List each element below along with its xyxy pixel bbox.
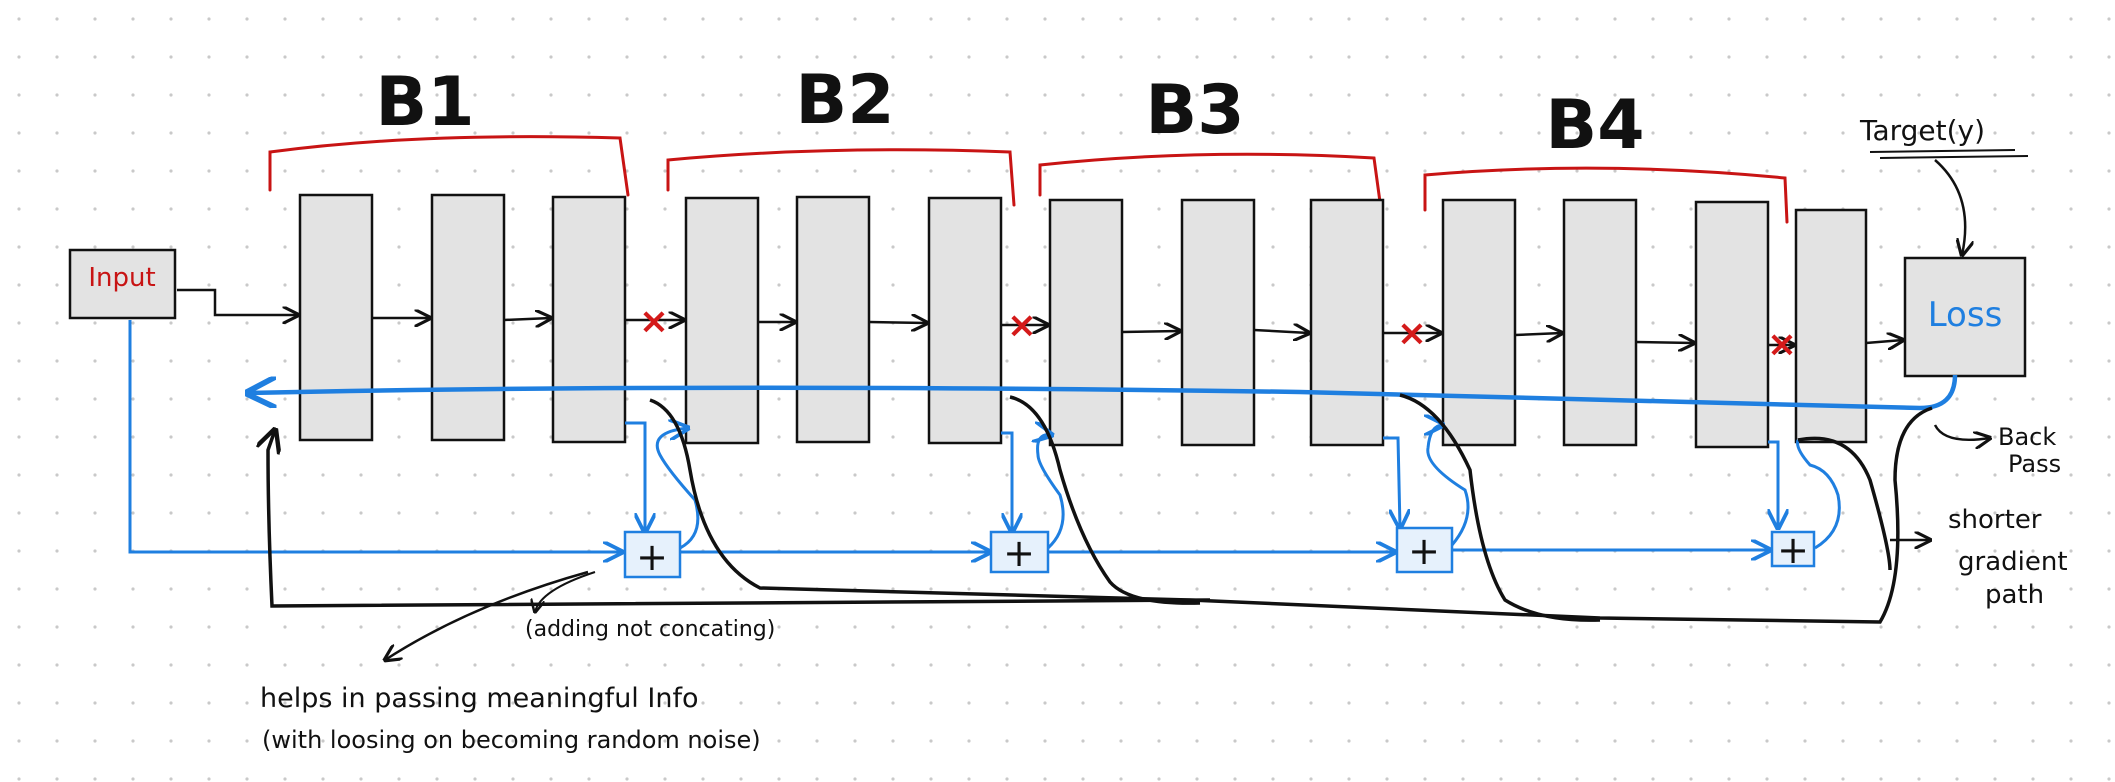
- bracket-b2: [666, 148, 1016, 207]
- sum-symbol-4: +: [1777, 528, 1809, 572]
- layer-b1-2: [430, 193, 506, 442]
- back-pass-arrow: [1933, 424, 1990, 440]
- layer-b4-2: [1562, 198, 1638, 447]
- layer-b3-1: [1048, 198, 1124, 447]
- feedback-loop-3: [1428, 425, 1470, 546]
- cut-mark-4: ×: [1767, 324, 1797, 365]
- shortcut-3: [1399, 393, 1601, 622]
- loss-label: Loss: [1928, 295, 2003, 335]
- sum-node-1: [623, 530, 682, 579]
- input-label: Input: [88, 263, 155, 293]
- layer-b4-1: [1441, 198, 1517, 447]
- sum-symbol-3: +: [1408, 529, 1440, 573]
- forward-arrows: [177, 288, 1903, 345]
- bracket-b3: [1038, 152, 1382, 204]
- input-skip: [128, 320, 622, 552]
- adding-pointer-arrow: [535, 571, 596, 612]
- helps-note-line2: (with loosing on becoming random noise): [262, 726, 761, 754]
- feedback-loop-4: [1796, 439, 1841, 550]
- target-underline: [1869, 149, 2029, 159]
- back-pass-text-2: Pass: [2008, 450, 2061, 478]
- sum-node-3: [1395, 526, 1454, 574]
- bracket-b4: [1423, 166, 1789, 224]
- feedback-loop-1: [655, 428, 700, 550]
- block-title-b2: B2: [795, 61, 894, 140]
- helps-pointer-arrow: [385, 570, 589, 660]
- shortcut-4: [1797, 436, 1892, 571]
- cut-mark-2: ×: [1007, 305, 1037, 346]
- layer-b1-1: [298, 193, 374, 442]
- target-label: Target(y): [1859, 114, 1985, 147]
- gradient-shortcuts: [268, 393, 1933, 624]
- block-brackets: [268, 135, 1789, 224]
- bracket-b1: [268, 135, 630, 197]
- layer-b2-1: [684, 196, 760, 445]
- shorter-text-1: shorter: [1948, 505, 2042, 535]
- block-title-b1: B1: [375, 63, 474, 142]
- back-pass-text-1: Back: [1998, 423, 2056, 451]
- loss-node: Loss: [1903, 256, 2027, 378]
- adding-note: (adding not concating): [525, 617, 775, 642]
- block-title-b4: B4: [1545, 86, 1644, 165]
- return-path: [268, 430, 1211, 608]
- shortcut-1: [649, 398, 1933, 624]
- sum-symbol-2: +: [1003, 531, 1035, 575]
- layer-b4-3: [1694, 200, 1770, 449]
- input-node: Input: [68, 248, 177, 320]
- shortcut-2: [1009, 395, 1201, 605]
- sum-node-4: [1770, 530, 1816, 568]
- layer-b1-3: [551, 195, 627, 444]
- sum-node-2: [989, 530, 1050, 574]
- layer-b2-3: [927, 196, 1003, 445]
- layer-b3-3: [1309, 198, 1385, 447]
- sum-symbol-1: +: [636, 535, 668, 579]
- block-title-b3: B3: [1145, 71, 1244, 150]
- layer-b2-2: [795, 195, 871, 444]
- feedback-loop-2: [1038, 435, 1065, 550]
- helps-note-line1: helps in passing meaningful Info: [260, 683, 699, 714]
- layer-b3-2: [1180, 198, 1256, 447]
- cut-mark-3: ×: [1397, 313, 1427, 354]
- layers: [298, 193, 1868, 449]
- residual-connections: [128, 320, 1841, 552]
- shorter-text-2: gradient: [1958, 547, 2068, 577]
- shorter-text-3: path: [1985, 580, 2044, 610]
- sum-nodes: + + + +: [623, 526, 1816, 579]
- target-arrow: [1934, 159, 1965, 255]
- cut-mark-1: ×: [639, 301, 669, 342]
